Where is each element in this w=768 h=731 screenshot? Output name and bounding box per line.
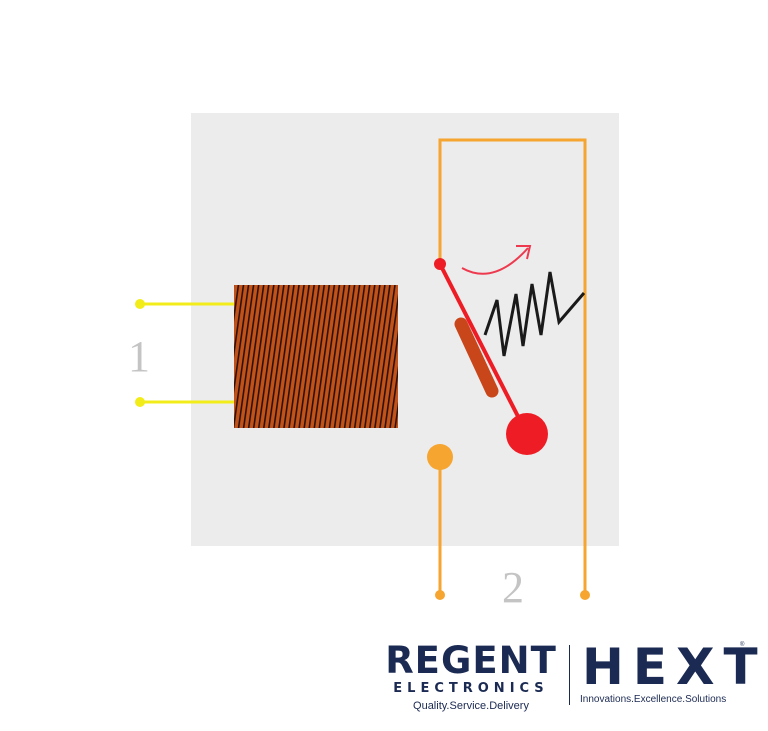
moving-contact — [506, 413, 548, 455]
hext-logo: HEXT ® Innovations.Excellence.Solutions — [580, 638, 767, 706]
switch-terminal-left — [435, 590, 445, 600]
armature-plate — [454, 317, 499, 398]
regent-logo-tagline: Quality.Service.Delivery — [413, 700, 529, 712]
regent-logo-subtitle: ELECTRONICS — [393, 681, 549, 696]
coil-terminal-bottom — [135, 397, 145, 407]
motion-arrow-icon — [461, 245, 532, 275]
armature-arm — [438, 263, 529, 435]
armature-pivot — [434, 258, 446, 270]
coil-terminal-top — [135, 299, 145, 309]
hext-registered-mark: ® — [740, 642, 745, 648]
regent-electronics-logo: REGENT ELECTRONICS Quality.Service.Deliv… — [378, 642, 564, 713]
coil-terminal-wires — [135, 299, 236, 407]
return-spring — [483, 271, 586, 357]
relay-coil — [234, 285, 398, 428]
fixed-contact — [427, 444, 453, 470]
common-contact-wire — [438, 138, 587, 595]
regent-logo-name: REGENT — [385, 639, 557, 682]
hext-logo-name: HEXT — [582, 638, 767, 696]
hext-logo-tagline: Innovations.Excellence.Solutions — [580, 694, 727, 705]
switch-circuit — [438, 138, 587, 595]
coil-terminals-label: 1 — [128, 332, 150, 381]
logo-divider — [569, 645, 570, 705]
switch-terminals-label: 2 — [502, 563, 524, 612]
switch-terminal-right — [580, 590, 590, 600]
